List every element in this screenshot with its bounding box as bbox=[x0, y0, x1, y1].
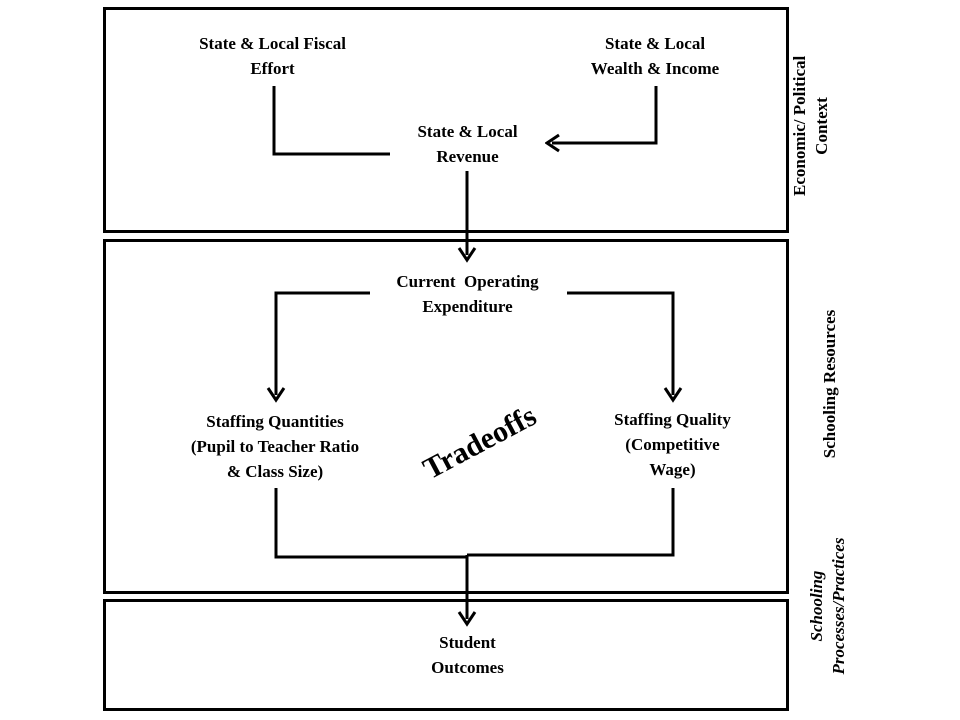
node-staffing-quantities-line-3: & Class Size) bbox=[226, 462, 324, 481]
node-staffing-quality: Staffing Quality (Competitive Wage) bbox=[585, 407, 760, 482]
edge-fiscal-to-revenue bbox=[272, 86, 400, 156]
schooling-resources-panel bbox=[103, 239, 789, 594]
node-expenditure-line-1: Current Operating bbox=[396, 272, 539, 291]
edge-expenditure-to-quality bbox=[567, 291, 675, 395]
edge-quality-to-outcomes bbox=[467, 488, 675, 557]
node-revenue-line-2: Revenue bbox=[436, 147, 499, 166]
node-staffing-quantities-line-1: Staffing Quantities bbox=[206, 412, 344, 431]
arrowhead-to-outcomes bbox=[457, 611, 477, 627]
edge-wealth-to-revenue bbox=[552, 86, 658, 145]
economic-context-panel bbox=[103, 7, 789, 233]
schooling-processes-label-line-1: Schooling bbox=[807, 570, 826, 642]
node-staffing-quality-line-1: Staffing Quality bbox=[614, 410, 731, 429]
economic-context-label-line-2: Context bbox=[812, 97, 831, 155]
schooling-resources-label: Schooling Resources bbox=[819, 304, 841, 464]
node-revenue-line-1: State & Local bbox=[417, 122, 518, 141]
node-wealth-income-line-2: Wealth & Income bbox=[590, 59, 720, 78]
node-student-outcomes-line-2: Outcomes bbox=[431, 658, 504, 677]
schooling-processes-label-line-2: Processes/Practices bbox=[829, 537, 848, 675]
schooling-resources-label-line-1: Schooling Resources bbox=[820, 309, 839, 459]
economic-context-label-line-1: Economic/ Political bbox=[790, 55, 809, 196]
schooling-processes-panel bbox=[103, 599, 789, 711]
edge-quantities-to-outcomes bbox=[274, 488, 467, 559]
node-student-outcomes-line-1: Student bbox=[439, 633, 496, 652]
node-operating-expenditure: Current Operating Expenditure bbox=[375, 269, 560, 319]
node-staffing-quality-line-3: Wage) bbox=[649, 460, 696, 479]
arrowhead-revenue-to-expenditure bbox=[457, 247, 477, 263]
node-expenditure-line-2: Expenditure bbox=[422, 297, 513, 316]
node-staffing-quantities: Staffing Quantities (Pupil to Teacher Ra… bbox=[165, 409, 385, 484]
node-revenue: State & Local Revenue bbox=[390, 119, 545, 169]
arrowhead-wealth-to-revenue bbox=[544, 133, 560, 153]
node-staffing-quality-line-2: (Competitive bbox=[625, 435, 720, 454]
node-fiscal-effort-line-2: Effort bbox=[250, 59, 295, 78]
node-fiscal-effort-line-1: State & Local Fiscal bbox=[199, 34, 346, 53]
node-wealth-income: State & Local Wealth & Income bbox=[565, 31, 745, 81]
node-student-outcomes: Student Outcomes bbox=[390, 630, 545, 680]
node-fiscal-effort: State & Local Fiscal Effort bbox=[175, 31, 370, 81]
schooling-processes-label: Schooling Processes/Practices bbox=[806, 522, 850, 690]
economic-context-label: Economic/ Political Context bbox=[789, 56, 833, 196]
arrowhead-expenditure-to-quantities bbox=[266, 387, 286, 403]
node-wealth-income-line-1: State & Local bbox=[604, 34, 706, 53]
node-staffing-quantities-line-2: (Pupil to Teacher Ratio bbox=[190, 437, 360, 456]
edge-expenditure-to-quantities bbox=[274, 291, 370, 395]
arrowhead-expenditure-to-quality bbox=[663, 387, 683, 403]
